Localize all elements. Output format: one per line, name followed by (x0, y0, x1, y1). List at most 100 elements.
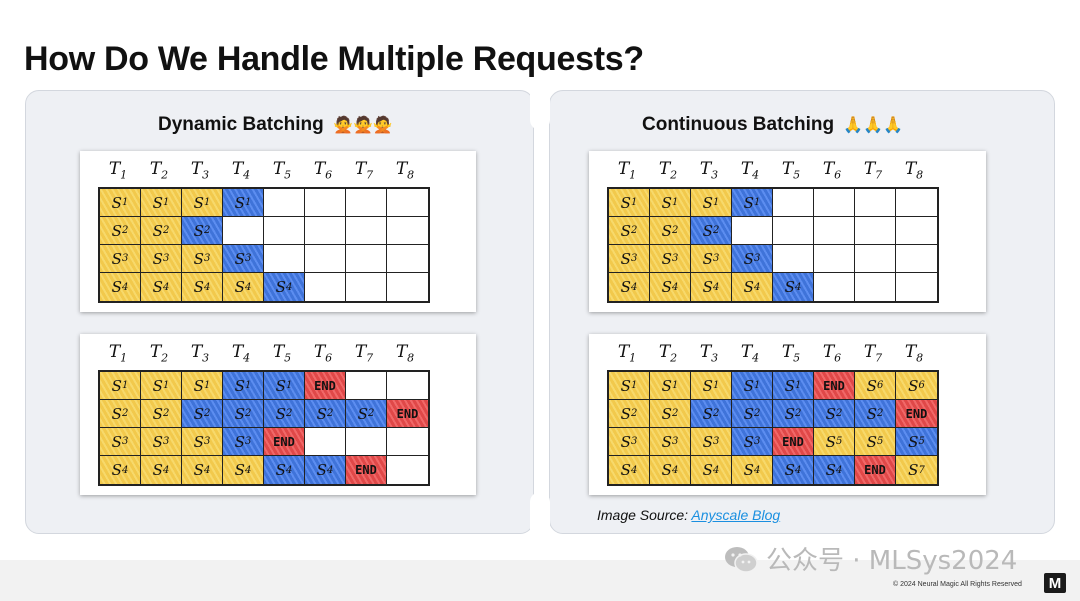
panel-divider-notch-top (530, 90, 550, 130)
wechat-icon (725, 547, 758, 573)
end-token-cell: END (814, 372, 855, 400)
empty-slot-cell (387, 189, 428, 217)
time-step-label: T1 (617, 342, 637, 365)
time-step-label: T7 (354, 342, 374, 365)
empty-slot-cell (264, 217, 305, 245)
continuous-batching-title: Continuous Batching 🙏🙏🙏 (642, 114, 903, 136)
end-token-cell: END (305, 372, 346, 400)
time-step-label: T8 (395, 159, 415, 182)
time-step-label: T3 (190, 159, 210, 182)
time-step-label: T3 (699, 342, 719, 365)
wechat-watermark: 公众号 · MLSys2024 (720, 540, 1017, 577)
empty-slot-cell (346, 245, 387, 273)
time-step-label: T5 (781, 159, 801, 182)
empty-slot-cell (855, 189, 896, 217)
empty-slot-cell (387, 273, 428, 301)
time-step-label: T8 (904, 342, 924, 365)
empty-slot-cell (387, 372, 428, 400)
time-step-label: T4 (740, 342, 760, 365)
empty-slot-cell (346, 372, 387, 400)
time-step-label: T7 (354, 159, 374, 182)
end-token-cell: END (387, 400, 428, 428)
time-step-label: T6 (313, 342, 333, 365)
footer-bar (0, 560, 1080, 601)
empty-slot-cell (855, 245, 896, 273)
copyright-notice: © 2024 Neural Magic All Rights Reserved (893, 581, 1022, 588)
empty-slot-cell (814, 245, 855, 273)
time-step-label: T2 (149, 342, 169, 365)
anyscale-blog-link[interactable]: Anyscale Blog (691, 507, 781, 523)
time-step-label: T1 (108, 159, 128, 182)
panel-divider-notch-bottom (530, 492, 550, 532)
slide-title: How Do We Handle Multiple Requests? (24, 40, 644, 78)
dynamic-batching-label: Dynamic Batching (158, 114, 324, 135)
neural-magic-logo-icon: M (1044, 573, 1066, 593)
empty-slot-cell (387, 217, 428, 245)
end-token-cell: END (896, 400, 937, 428)
end-token-cell: END (855, 456, 896, 484)
empty-slot-cell (305, 273, 346, 301)
empty-slot-cell (814, 189, 855, 217)
empty-slot-cell (346, 217, 387, 245)
time-step-label: T5 (272, 342, 292, 365)
empty-slot-cell (346, 189, 387, 217)
empty-slot-cell (773, 245, 814, 273)
empty-slot-cell (305, 428, 346, 456)
empty-slot-cell (773, 217, 814, 245)
time-step-label: T2 (658, 342, 678, 365)
empty-slot-cell (896, 189, 937, 217)
time-step-label: T5 (272, 159, 292, 182)
time-step-label: T6 (822, 159, 842, 182)
empty-slot-cell (814, 217, 855, 245)
empty-slot-cell (387, 456, 428, 484)
empty-slot-cell (305, 217, 346, 245)
empty-slot-cell (264, 189, 305, 217)
empty-slot-cell (773, 189, 814, 217)
empty-slot-cell (855, 273, 896, 301)
end-token-cell: END (773, 428, 814, 456)
